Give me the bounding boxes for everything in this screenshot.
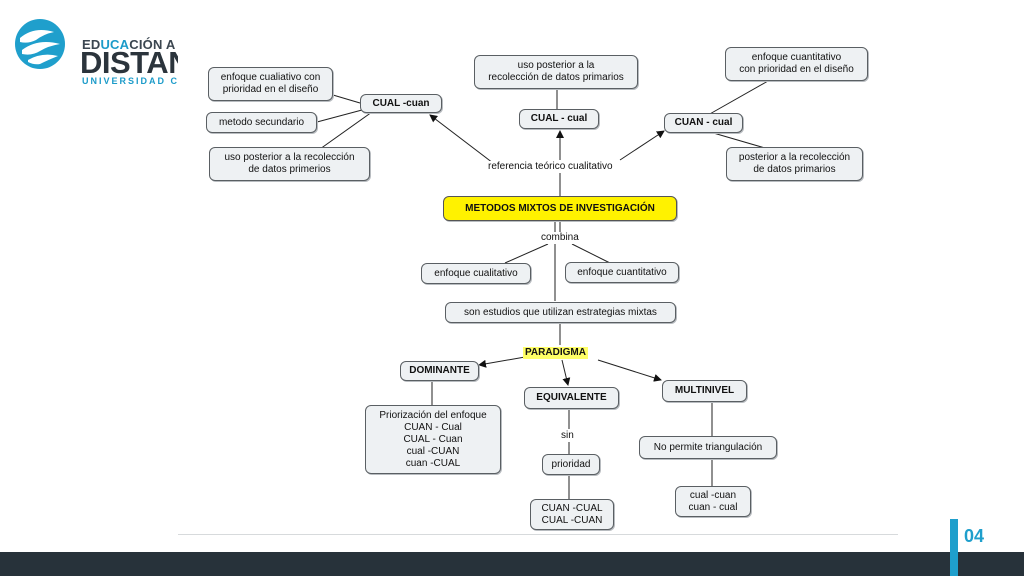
link-ref-cuancual	[619, 130, 665, 161]
node-priorizacion[interactable]: Priorización del enfoque CUAN - Cual CUA…	[365, 405, 501, 474]
link-combina-cuantitativo	[571, 243, 611, 264]
logo-line-1: EDUCACIÓN A	[82, 37, 176, 52]
node-uso-posterior-top[interactable]: uso posterior a la recolección de datos …	[474, 55, 638, 89]
node-no-permite[interactable]: No permite triangulación	[639, 436, 777, 459]
node-cuan-cual[interactable]: CUAN - cual	[664, 113, 743, 133]
node-son-estudios[interactable]: son estudios que utilizan estrategias mi…	[445, 302, 676, 323]
node-prioridad[interactable]: prioridad	[542, 454, 600, 475]
label-combina: combina	[539, 232, 581, 244]
node-enfoque-cualitativo-prioridad[interactable]: enfoque cualiativo con prioridad en el d…	[208, 67, 333, 101]
link-ref-cualcuan	[429, 114, 494, 164]
page-number: 04	[964, 526, 985, 546]
node-enfoque-cuantitativo[interactable]: enfoque cuantitativo	[565, 262, 679, 283]
link-paradigma-multinivel	[597, 359, 662, 382]
node-equivalente[interactable]: EQUIVALENTE	[524, 387, 619, 409]
link-cualcuan-metodo	[316, 109, 363, 123]
logo-line-3: UNIVERSIDAD CUAUHTÉMOC	[82, 76, 256, 86]
page-number-accent	[950, 519, 958, 576]
link-paradigma-equivalente	[561, 359, 571, 386]
node-cual-cuan[interactable]: CUAL -cuan	[360, 94, 442, 113]
node-multinivel[interactable]: MULTINIVEL	[662, 380, 747, 402]
node-cual-cuan-box[interactable]: cual -cuan cuan - cual	[675, 486, 751, 517]
link-cualcuan-enfoque	[332, 94, 361, 104]
link-cuancual-enfoque	[707, 80, 769, 116]
node-metodo-secundario[interactable]: metodo secundario	[206, 112, 317, 133]
label-sin: sin	[559, 430, 576, 442]
link-combina-cualitativo	[504, 243, 549, 264]
node-enfoque-cuantitativo-prioridad[interactable]: enfoque cuantitativo con prioridad en el…	[725, 47, 868, 81]
label-referencia: referencia teórico cualitativo	[486, 161, 615, 173]
label-paradigma: PARADIGMA	[523, 347, 588, 359]
node-metodos-mixtos[interactable]: METODOS MIXTOS DE INVESTIGACIÓN	[443, 196, 677, 221]
node-enfoque-cualitativo[interactable]: enfoque cualitativo	[421, 263, 531, 284]
node-cual-cual[interactable]: CUAL - cual	[519, 109, 599, 129]
wave-logo-icon	[15, 19, 65, 69]
link-cualcuan-uso	[319, 111, 373, 150]
footer-bar	[0, 552, 1024, 576]
divider	[178, 534, 898, 535]
node-cuan-cual-box[interactable]: CUAN -CUAL CUAL -CUAN	[530, 499, 614, 530]
node-dominante[interactable]: DOMINANTE	[400, 361, 479, 381]
node-posterior-right[interactable]: posterior a la recolección de datos prim…	[726, 147, 863, 181]
link-cuancual-posterior	[709, 131, 766, 149]
link-paradigma-dominante	[478, 356, 526, 368]
node-uso-posterior-left[interactable]: uso posterior a la recolección de datos …	[209, 147, 370, 181]
